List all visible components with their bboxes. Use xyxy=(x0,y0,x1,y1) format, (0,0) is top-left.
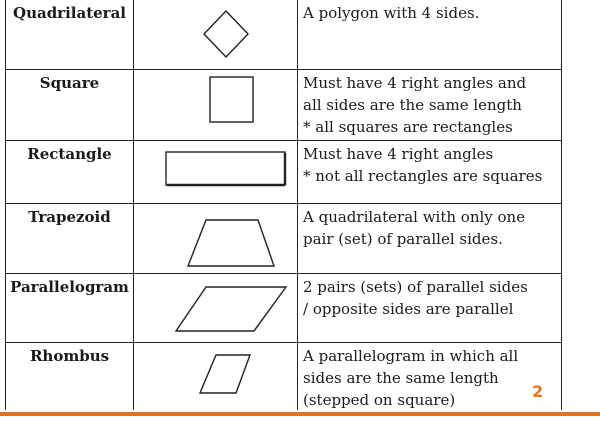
definition-cell: Must have 4 right angles * not all recta… xyxy=(298,141,561,203)
page-number: 2 xyxy=(532,382,544,401)
definition-line: * not all rectangles are squares xyxy=(303,167,543,185)
bottom-rule xyxy=(0,412,600,416)
definition-line: pair (set) of parallel sides. xyxy=(303,230,503,248)
rectangle-icon xyxy=(165,151,287,187)
table-row: Rhombus A parallelogram in which all sid… xyxy=(6,343,561,410)
definition-line: Must have 4 right angles xyxy=(303,145,494,163)
shape-cell xyxy=(134,343,298,410)
parallelogram-icon xyxy=(174,286,288,332)
term-cell: Rhombus xyxy=(6,343,134,410)
definition-cell: A parallelogram in which all sides are t… xyxy=(298,343,561,410)
shape-cell xyxy=(134,70,298,140)
definition-cell: Must have 4 right angles and all sides a… xyxy=(298,70,561,140)
shape-cell xyxy=(134,141,298,203)
trapezoid-icon xyxy=(186,219,275,267)
definition-line: / opposite sides are parallel xyxy=(303,300,514,318)
table-row: Quadrilateral A polygon with 4 sides. xyxy=(6,0,561,70)
definition-cell: A polygon with 4 sides. xyxy=(298,0,561,69)
table-row: Rectangle Must have 4 right angles * not… xyxy=(6,141,561,204)
definition-line: A polygon with 4 sides. xyxy=(303,4,480,22)
table-row: Parallelogram 2 pairs (sets) of parallel… xyxy=(6,274,561,343)
definition-line: Must have 4 right angles and xyxy=(303,74,527,92)
term-cell: Parallelogram xyxy=(6,274,134,342)
definition-line: sides are the same length xyxy=(303,369,499,387)
definition-cell: A quadrilateral with only one pair (set)… xyxy=(298,204,561,273)
quadrilateral-table: Quadrilateral A polygon with 4 sides. Sq… xyxy=(5,0,562,410)
table-row: Trapezoid A quadrilateral with only one … xyxy=(6,204,561,274)
term-label: Parallelogram xyxy=(10,278,129,296)
term-label: Rhombus xyxy=(29,347,110,365)
term-cell: Square xyxy=(6,70,134,140)
definition-line: * all squares are rectangles xyxy=(303,118,513,136)
definition-line: 2 pairs (sets) of parallel sides xyxy=(303,278,528,296)
rhombus-icon xyxy=(198,354,252,394)
square-icon xyxy=(209,76,254,123)
table-row: Square Must have 4 right angles and all … xyxy=(6,70,561,141)
definition-line: all sides are the same length xyxy=(303,96,522,114)
term-cell: Trapezoid xyxy=(6,204,134,273)
shape-cell xyxy=(134,274,298,342)
term-cell: Quadrilateral xyxy=(6,0,134,69)
term-label: Trapezoid xyxy=(28,208,111,226)
term-cell: Rectangle xyxy=(6,141,134,203)
shape-cell xyxy=(134,204,298,273)
diamond-icon xyxy=(203,9,249,59)
term-label: Square xyxy=(39,74,100,92)
definition-line: (stepped on square) xyxy=(303,391,456,409)
shape-cell xyxy=(134,0,298,69)
definition-line: A parallelogram in which all xyxy=(303,347,519,365)
definition-line: A quadrilateral with only one xyxy=(303,208,526,226)
term-label: Quadrilateral xyxy=(13,4,126,22)
term-label: Rectangle xyxy=(27,145,112,163)
definition-cell: 2 pairs (sets) of parallel sides / oppos… xyxy=(298,274,561,342)
